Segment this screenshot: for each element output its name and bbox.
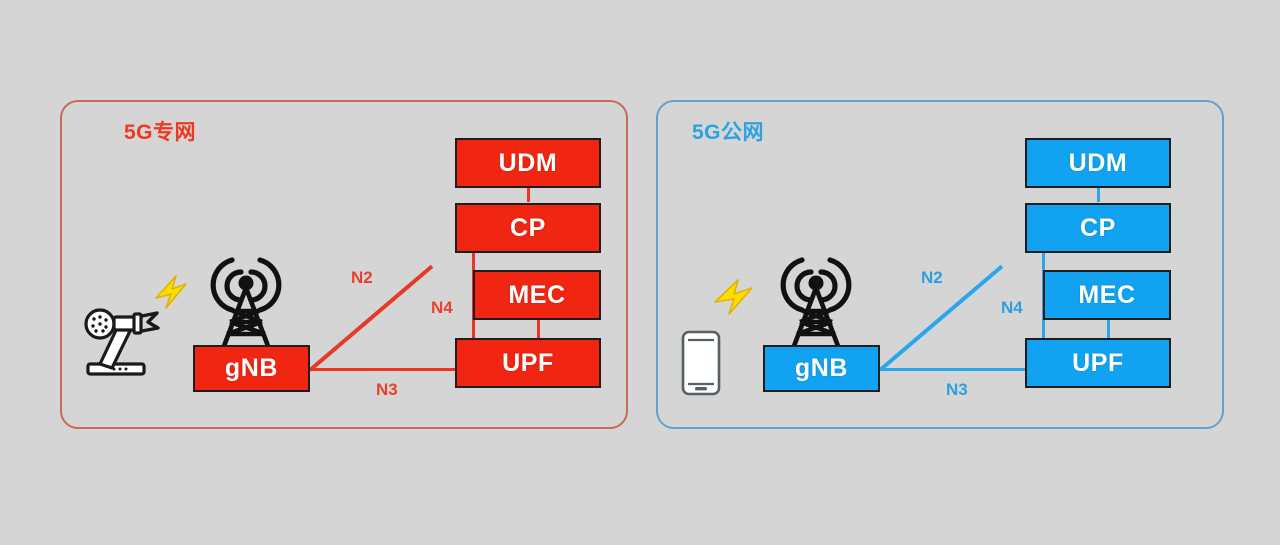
node-label: MEC: [508, 280, 566, 309]
node-mec-private[interactable]: MEC: [473, 270, 601, 320]
node-label: UDM: [498, 148, 558, 177]
lightning-bolt-icon-private: [152, 272, 194, 312]
link-label-n2-public: N2: [921, 268, 943, 287]
cell-tower-icon-public: [766, 248, 866, 348]
node-label: CP: [510, 213, 546, 242]
node-label: UDM: [1068, 148, 1128, 177]
node-upf-public[interactable]: UPF: [1025, 338, 1171, 388]
node-label: CP: [1080, 213, 1116, 242]
node-label: UPF: [1072, 348, 1124, 377]
smartphone-icon: [680, 330, 722, 396]
node-label: MEC: [1078, 280, 1136, 309]
node-upf-private[interactable]: UPF: [455, 338, 601, 388]
node-udm-public[interactable]: UDM: [1025, 138, 1171, 188]
node-udm-private[interactable]: UDM: [455, 138, 601, 188]
lightning-bolt-icon-public: [712, 276, 758, 318]
panel-title-private: 5G专网: [124, 121, 197, 144]
node-cp-public[interactable]: CP: [1025, 203, 1171, 253]
link-label-n3-private: N3: [376, 380, 398, 399]
link-label-n4-public: N4: [1001, 298, 1023, 317]
link-mec-upf-private: [537, 318, 540, 338]
node-mec-public[interactable]: MEC: [1043, 270, 1171, 320]
panel-title-public: 5G公网: [692, 121, 765, 144]
robot-arm-icon: [78, 300, 168, 378]
node-cp-private[interactable]: CP: [455, 203, 601, 253]
link-label-n3-public: N3: [946, 380, 968, 399]
link-label-n4-private: N4: [431, 298, 453, 317]
panel-5g-public-network: 5G公网: [656, 100, 1224, 429]
node-gnb-public[interactable]: gNB: [763, 345, 880, 392]
link-mec-upf-public: [1107, 318, 1110, 338]
link-label-n2-private: N2: [351, 268, 373, 287]
link-udm-cp-private: [527, 186, 530, 202]
link-n3-private: [310, 368, 457, 371]
link-udm-cp-public: [1097, 186, 1100, 202]
node-label: UPF: [502, 348, 554, 377]
panel-5g-private-network: 5G专网: [60, 100, 628, 429]
node-label: gNB: [794, 354, 849, 382]
node-gnb-private[interactable]: gNB: [193, 345, 310, 392]
node-label: gNB: [224, 354, 279, 382]
cell-tower-icon-private: [196, 248, 296, 348]
link-n3-public: [880, 368, 1027, 371]
